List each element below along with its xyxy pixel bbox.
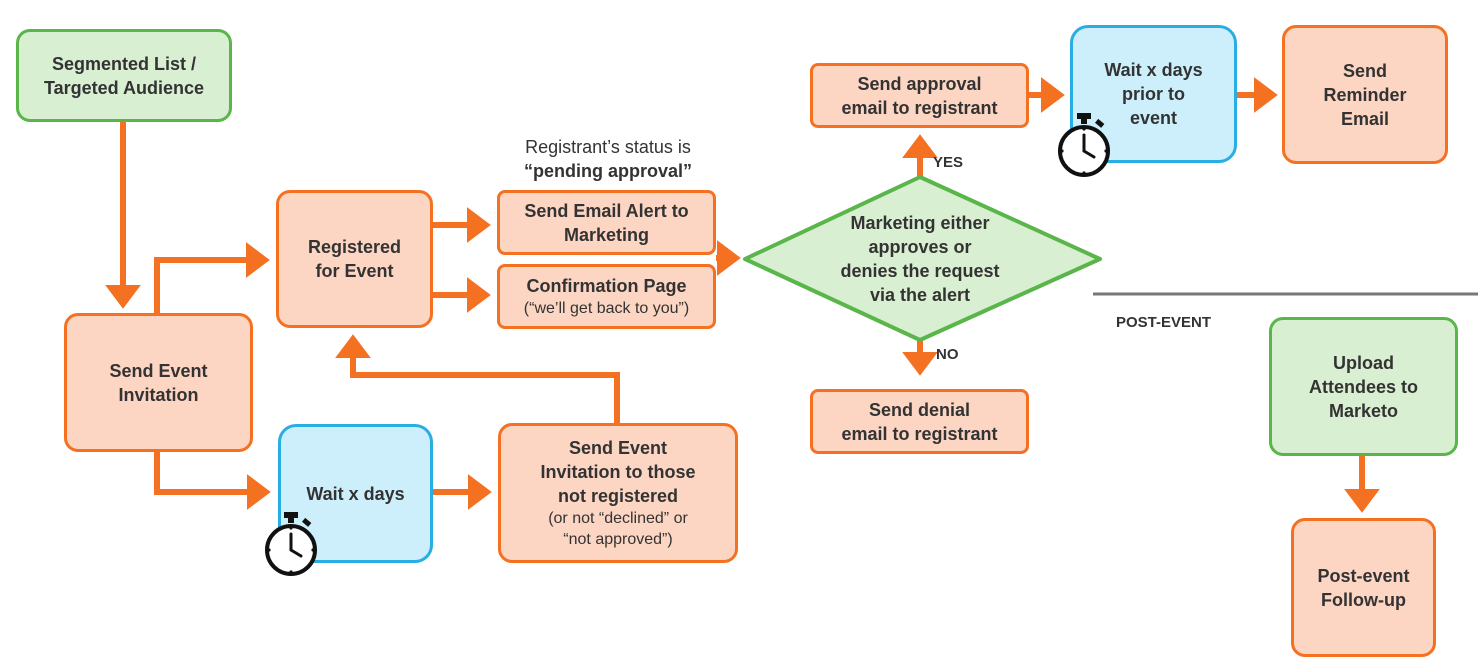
node-text: Attendees to [1308,376,1418,397]
node-subtext: “not approved”) [563,531,673,548]
node-text: Reminder [1323,84,1407,105]
node-text: not registered [557,486,679,506]
node-text: Segmented List / [51,53,197,74]
yes-label: YES [933,154,964,171]
confirmation-node: Confirmation Page (“we’ll get back to yo… [497,264,716,329]
arrow-invitation-to-registered [154,242,270,313]
node-text: email to registrant [841,423,998,444]
registered-node: Registered for Event [276,190,433,328]
decision-line: Marketing either [850,213,990,233]
decision-line: approves or [868,237,972,257]
node-text: Registered [307,237,402,257]
node-text: Invitation [118,384,199,405]
arrow-resend-to-registered [335,334,620,423]
node-text: Follow-up [1321,589,1406,610]
denial-email-node: Send denial email to registrant [810,389,1029,454]
node-text: Send Event [109,360,208,381]
decision-diamond [743,175,1102,342]
node-text: prior to [1122,84,1185,104]
stopwatch-icon [265,512,317,576]
node-text: Send Email Alert to [524,200,689,221]
no-label: NO [936,346,959,363]
upload-attendees-node: Upload Attendees to Marketo [1269,317,1458,456]
node-text: Upload [1333,352,1394,373]
node-text: event [1129,108,1178,128]
post-event-label: POST-EVENT [1116,314,1212,331]
node-text: Post-event [1317,565,1410,586]
node-subtext: (or not “declined” or [548,510,688,527]
node-text: Send denial [868,399,971,420]
node-text: email to registrant [841,97,998,118]
node-text: Marketing [563,224,650,245]
segmented-list-node: Segmented List / Targeted Audience [16,29,232,122]
node-text: Send approval [857,73,982,94]
decision-text: Marketing either approves or denies the … [790,211,1050,307]
node-text: for Event [315,261,394,281]
status-note: Registrant’s status is “pending approval… [480,135,736,183]
followup-node: Post-event Follow-up [1291,518,1436,657]
status-note-emphasis: “pending approval” [523,161,692,181]
node-subtext: (“we’ll get back to you”) [523,300,690,317]
node-text: Send [1342,60,1387,81]
node-text: Targeted Audience [43,77,205,98]
node-text: Marketo [1328,400,1399,421]
status-note-line: Registrant’s status is [525,137,691,157]
node-text: Invitation to those [540,462,696,482]
decision-line: via the alert [869,285,971,305]
node-text: Confirmation Page [526,276,687,296]
decision-line: denies the request [840,261,1000,281]
node-text: Wait x days [306,483,405,504]
arrow-invitation-to-wait [154,452,271,510]
approval-email-node: Send approval email to registrant [810,63,1029,128]
node-text: Send Event [568,438,668,458]
stopwatch-icon [1058,113,1110,177]
send-invitation-node: Send Event Invitation [64,313,253,452]
email-alert-node: Send Email Alert to Marketing [497,190,716,255]
send-to-unregistered-node: Send Event Invitation to those not regis… [498,423,738,563]
node-text: Wait x days [1104,60,1203,80]
reminder-node: Send Reminder Email [1282,25,1448,164]
node-text: Email [1340,108,1390,129]
